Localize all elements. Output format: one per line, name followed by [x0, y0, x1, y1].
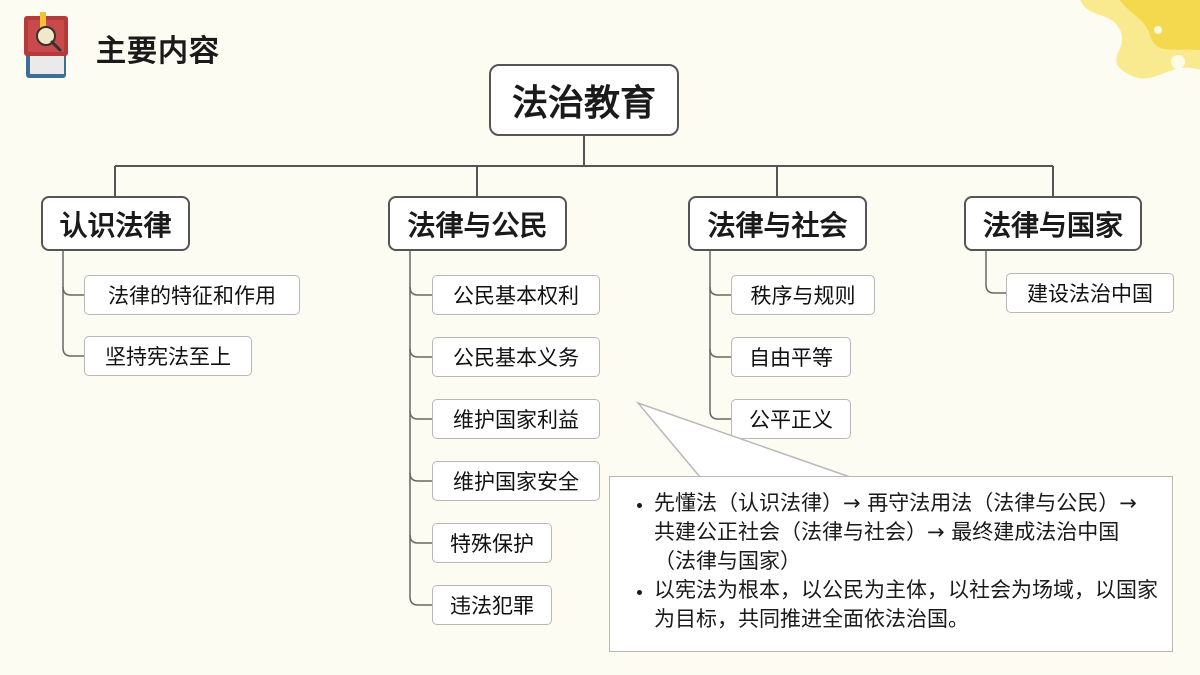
- leaf-node: 建设法治中国: [1006, 273, 1174, 313]
- category-node-law-citizen: 法律与公民: [388, 196, 567, 251]
- yellow-splash-decoration: [1080, 0, 1200, 79]
- callout-bullet: 以宪法为根本，以公民为主体，以社会为场域，以国家为目标，共同推进全面依法治国。: [654, 576, 1158, 634]
- leaf-node: 公平正义: [731, 399, 851, 439]
- leaf-node: 违法犯罪: [432, 585, 552, 625]
- leaf-node: 公民基本权利: [432, 275, 600, 315]
- leaf-node: 公民基本义务: [432, 337, 600, 377]
- callout-box: 先懂法（认识法律）→ 再守法用法（法律与公民）→ 共建公正社会（法律与社会）→ …: [609, 476, 1173, 652]
- leaf-node: 法律的特征和作用: [84, 275, 300, 315]
- page-title: 主要内容: [96, 34, 220, 69]
- leaf-node: 维护国家安全: [432, 461, 600, 501]
- leaf-node: 坚持宪法至上: [84, 336, 252, 376]
- root-node: 法治教育: [489, 64, 679, 136]
- leaf-node: 秩序与规则: [731, 275, 875, 315]
- category-node-law-nation: 法律与国家: [964, 196, 1142, 251]
- leaf-node: 维护国家利益: [432, 399, 600, 439]
- leaf-node: 特殊保护: [432, 523, 552, 563]
- book-magnifier-icon: [24, 12, 68, 78]
- leaf-node: 自由平等: [731, 337, 851, 377]
- category-node-recognize-law: 认识法律: [41, 196, 190, 251]
- callout-bullet: 先懂法（认识法律）→ 再守法用法（法律与公民）→ 共建公正社会（法律与社会）→ …: [654, 489, 1158, 576]
- category-node-law-society: 法律与社会: [688, 196, 867, 251]
